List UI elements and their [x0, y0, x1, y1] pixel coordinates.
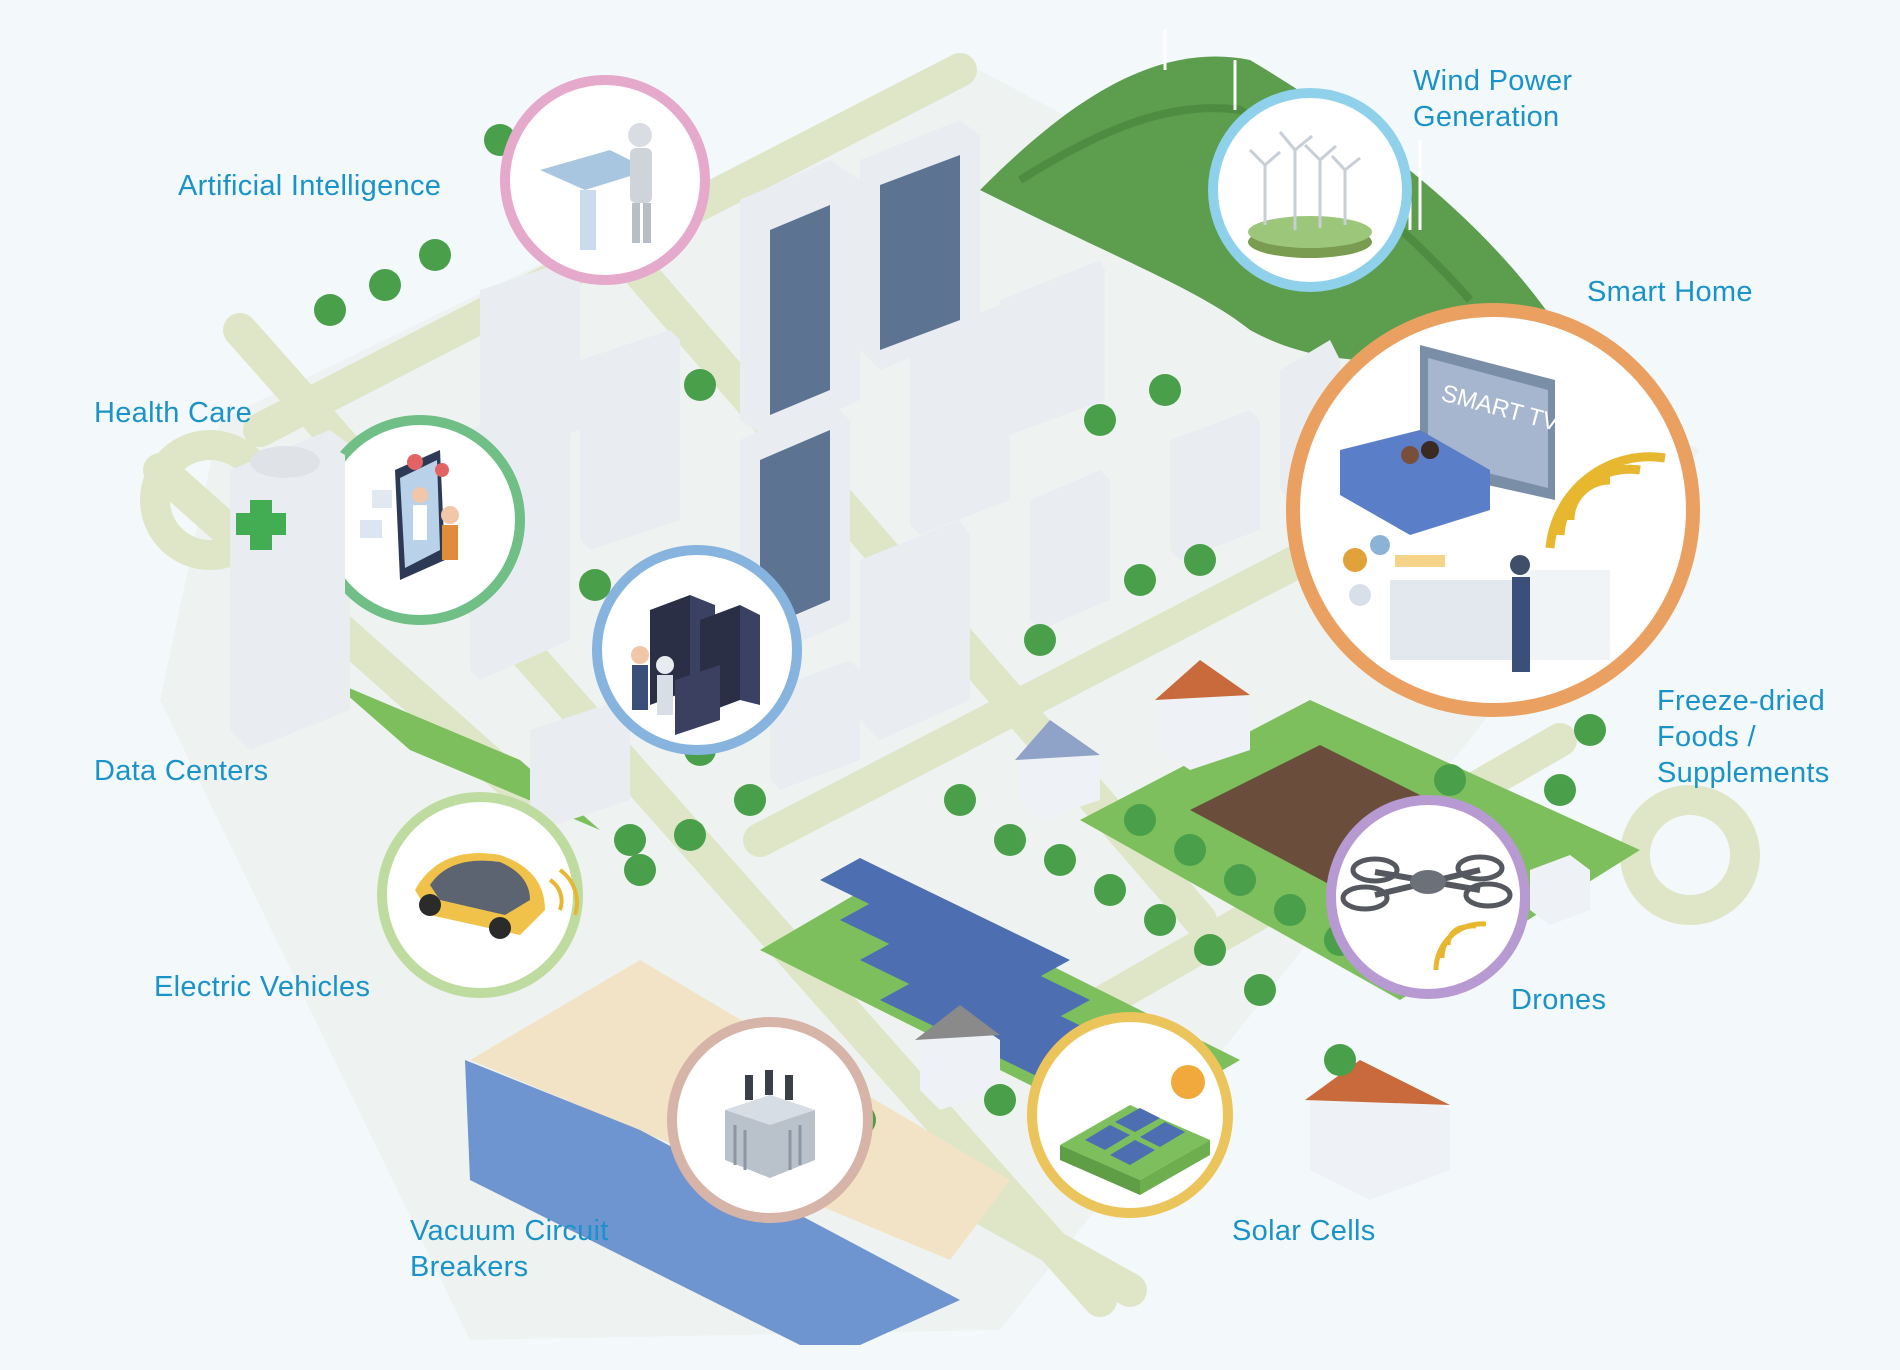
transformer-icon [725, 1070, 815, 1178]
drones-feature [1326, 795, 1530, 999]
data-centers-feature [592, 545, 802, 755]
houses [915, 660, 1590, 1200]
label-artificial-intelligence: Artificial Intelligence [178, 170, 442, 202]
doctor-tablet-icon [360, 450, 459, 580]
label-health-care: Health Care [94, 397, 253, 429]
wind-turbine-icon [1248, 131, 1372, 258]
label-data-centers: Data Centers [94, 755, 269, 787]
robot-icon [540, 123, 652, 250]
label-drones: Drones [1511, 984, 1607, 1016]
hill-terrace [1017, 104, 1474, 303]
health-feature [315, 415, 525, 625]
drone-icon [1340, 854, 1513, 971]
smart-home-feature: SMART TV [1286, 303, 1700, 717]
solar-feature [1027, 1012, 1233, 1218]
label-solar-cells: Solar Cells [1232, 1215, 1376, 1247]
wind-feature [1208, 88, 1412, 292]
label-smart-home: Smart Home [1587, 276, 1753, 308]
ev-feature [377, 792, 583, 998]
smart-tv-icon: SMART TV [1340, 345, 1666, 672]
server-rack-icon [631, 595, 760, 735]
label-electric-vehicles: Electric Vehicles [154, 971, 371, 1003]
electric-car-icon [415, 853, 579, 939]
roundabout-right [1620, 785, 1760, 925]
drones-ring [1326, 795, 1530, 999]
solar-panel-icon [1060, 1065, 1210, 1195]
ai-feature [500, 75, 710, 285]
hospital [230, 440, 345, 740]
vcb-feature [667, 1017, 873, 1223]
